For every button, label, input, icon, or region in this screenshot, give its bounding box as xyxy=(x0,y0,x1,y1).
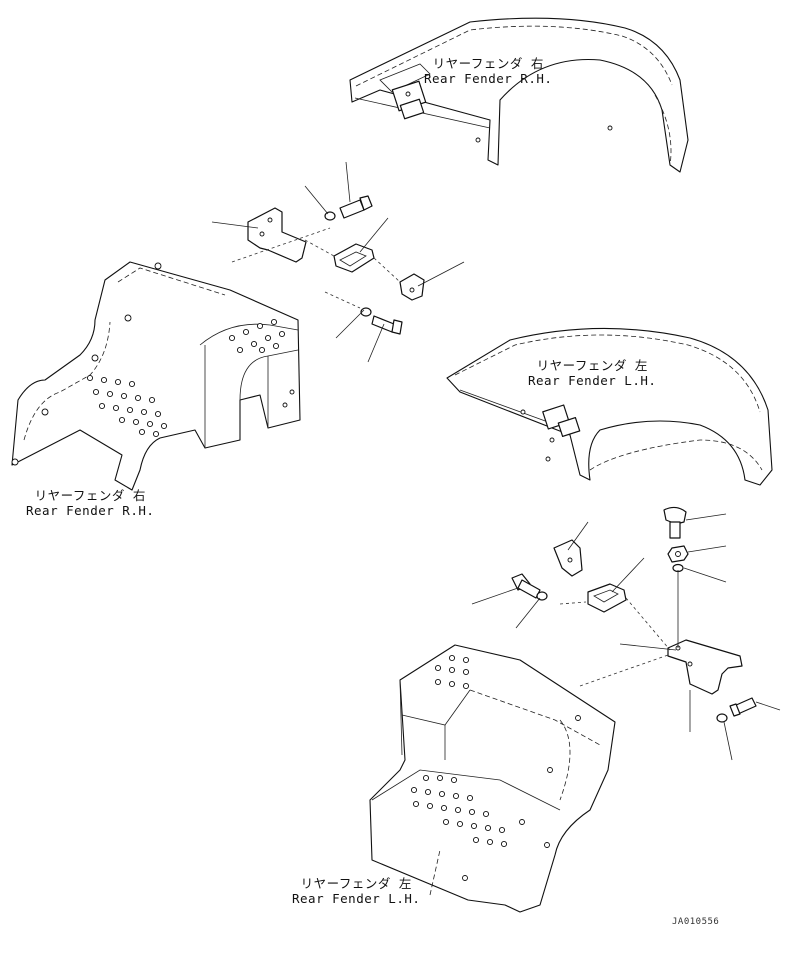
rear-fender-lh-bottom xyxy=(369,644,616,913)
label-jp: リヤーフェンダ 右 xyxy=(34,488,146,503)
lower-washer-left xyxy=(536,591,548,601)
knob-bolt xyxy=(663,506,687,539)
lower-bolt-right xyxy=(729,697,757,717)
upper-assembly-lines xyxy=(231,227,401,309)
lower-lock-hook xyxy=(587,583,627,613)
hex-nut xyxy=(667,545,689,563)
label-en: Rear Fender L.H. xyxy=(292,891,421,906)
label-jp: リヤーフェンダ 左 xyxy=(300,876,412,891)
label-jp: リヤーフェンダ 右 xyxy=(432,56,544,71)
upper-bolt-bottom xyxy=(371,315,403,335)
lower-bolt-left xyxy=(511,573,541,599)
lower-bracket-clip xyxy=(553,539,583,577)
upper-lock-hook xyxy=(333,243,375,273)
label-rear-fender-lh-mid: リヤーフェンダ 左 Rear Fender L.H. xyxy=(528,358,656,388)
step-plate-holes-left xyxy=(86,318,286,438)
rear-fender-lh-mid xyxy=(446,327,773,486)
leader-lines xyxy=(211,161,781,761)
lower-washer-right xyxy=(716,713,728,723)
step-plate-holes-bottom xyxy=(410,654,508,848)
upper-washer-top xyxy=(324,211,336,221)
label-rear-fender-lh-bottom: リヤーフェンダ 左 Rear Fender L.H. xyxy=(292,876,420,906)
lower-bracket-plate xyxy=(667,639,743,695)
drawing-code: JA010556 xyxy=(672,917,720,927)
rear-fender-rh-top xyxy=(349,17,689,173)
label-en: Rear Fender R.H. xyxy=(424,71,553,86)
label-rear-fender-rh-top: リヤーフェンダ 右 Rear Fender R.H. xyxy=(424,56,552,86)
upper-latch-clip xyxy=(399,273,425,301)
upper-bolt-top xyxy=(339,195,373,219)
label-en: Rear Fender R.H. xyxy=(26,503,155,518)
upper-bracket-plate xyxy=(247,207,307,263)
rear-fender-rh-left xyxy=(11,261,301,491)
label-en: Rear Fender L.H. xyxy=(528,373,657,388)
label-rear-fender-rh-left: リヤーフェンダ 右 Rear Fender R.H. xyxy=(26,488,154,518)
lower-assembly-lines xyxy=(559,570,691,732)
label-jp: リヤーフェンダ 左 xyxy=(536,358,648,373)
